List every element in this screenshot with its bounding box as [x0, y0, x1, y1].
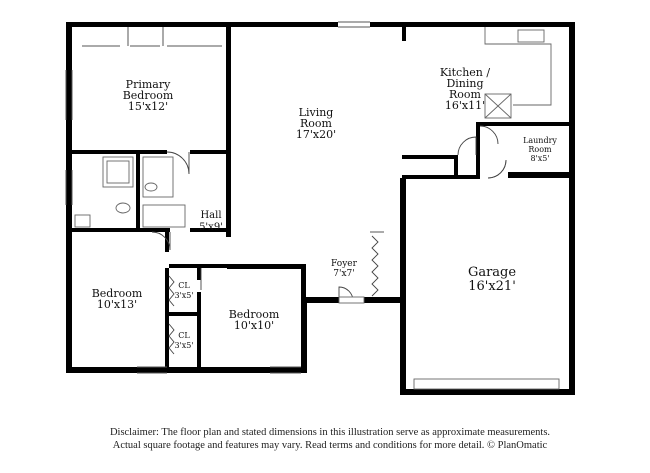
foyer-name: Foyer: [331, 259, 358, 269]
closet-upper-name: CL: [178, 281, 190, 290]
kitchen-name-3: Room: [449, 88, 482, 101]
living-room-dims: 17'x20': [296, 128, 336, 141]
laundry-name-1: Laundry: [523, 136, 557, 145]
windows: [65, 21, 370, 374]
closet-upper-dims: 3'x5': [174, 291, 193, 300]
bedroom-center-name: Bedroom: [229, 308, 280, 321]
exterior-walls: [66, 22, 575, 395]
room-labels: Primary Bedroom 15'x12' Living Room 17'x…: [92, 66, 558, 350]
primary-bedroom-name-2: Bedroom: [123, 89, 174, 102]
laundry-name-2: Room: [528, 145, 552, 154]
doors: [151, 125, 507, 355]
primary-bedroom-dims: 15'x12': [128, 100, 168, 113]
kitchen-dims: 16'x11': [445, 99, 485, 112]
bedroom-left-name: Bedroom: [92, 287, 143, 300]
hall-dims: 5'x9': [199, 222, 223, 233]
living-room-name-2: Room: [300, 117, 333, 130]
disclaimer-line-2: Actual square footage and features may v…: [113, 440, 548, 451]
foyer-dims: 7'x7': [333, 269, 354, 279]
kitchen-name-1: Kitchen /: [440, 66, 490, 79]
garage-name: Garage: [468, 265, 516, 280]
bedroom-center-dims: 10'x10': [234, 319, 274, 332]
closet-lower-name: CL: [178, 331, 190, 340]
laundry-dims: 8'x5': [530, 154, 549, 163]
living-room-name-1: Living: [299, 106, 334, 119]
kitchen-name-2: Dining: [446, 77, 483, 90]
hall-name: Hall: [200, 210, 221, 221]
garage-dims: 16'x21': [468, 279, 516, 294]
disclaimer-line-1: Disclaimer: The floor plan and stated di…: [110, 427, 550, 438]
bedroom-left-dims: 10'x13': [97, 298, 137, 311]
fixtures: [74, 27, 560, 390]
interior-walls: [72, 27, 575, 368]
primary-bedroom-name-1: Primary: [126, 78, 171, 91]
closet-lower-dims: 3'x5': [174, 341, 193, 350]
